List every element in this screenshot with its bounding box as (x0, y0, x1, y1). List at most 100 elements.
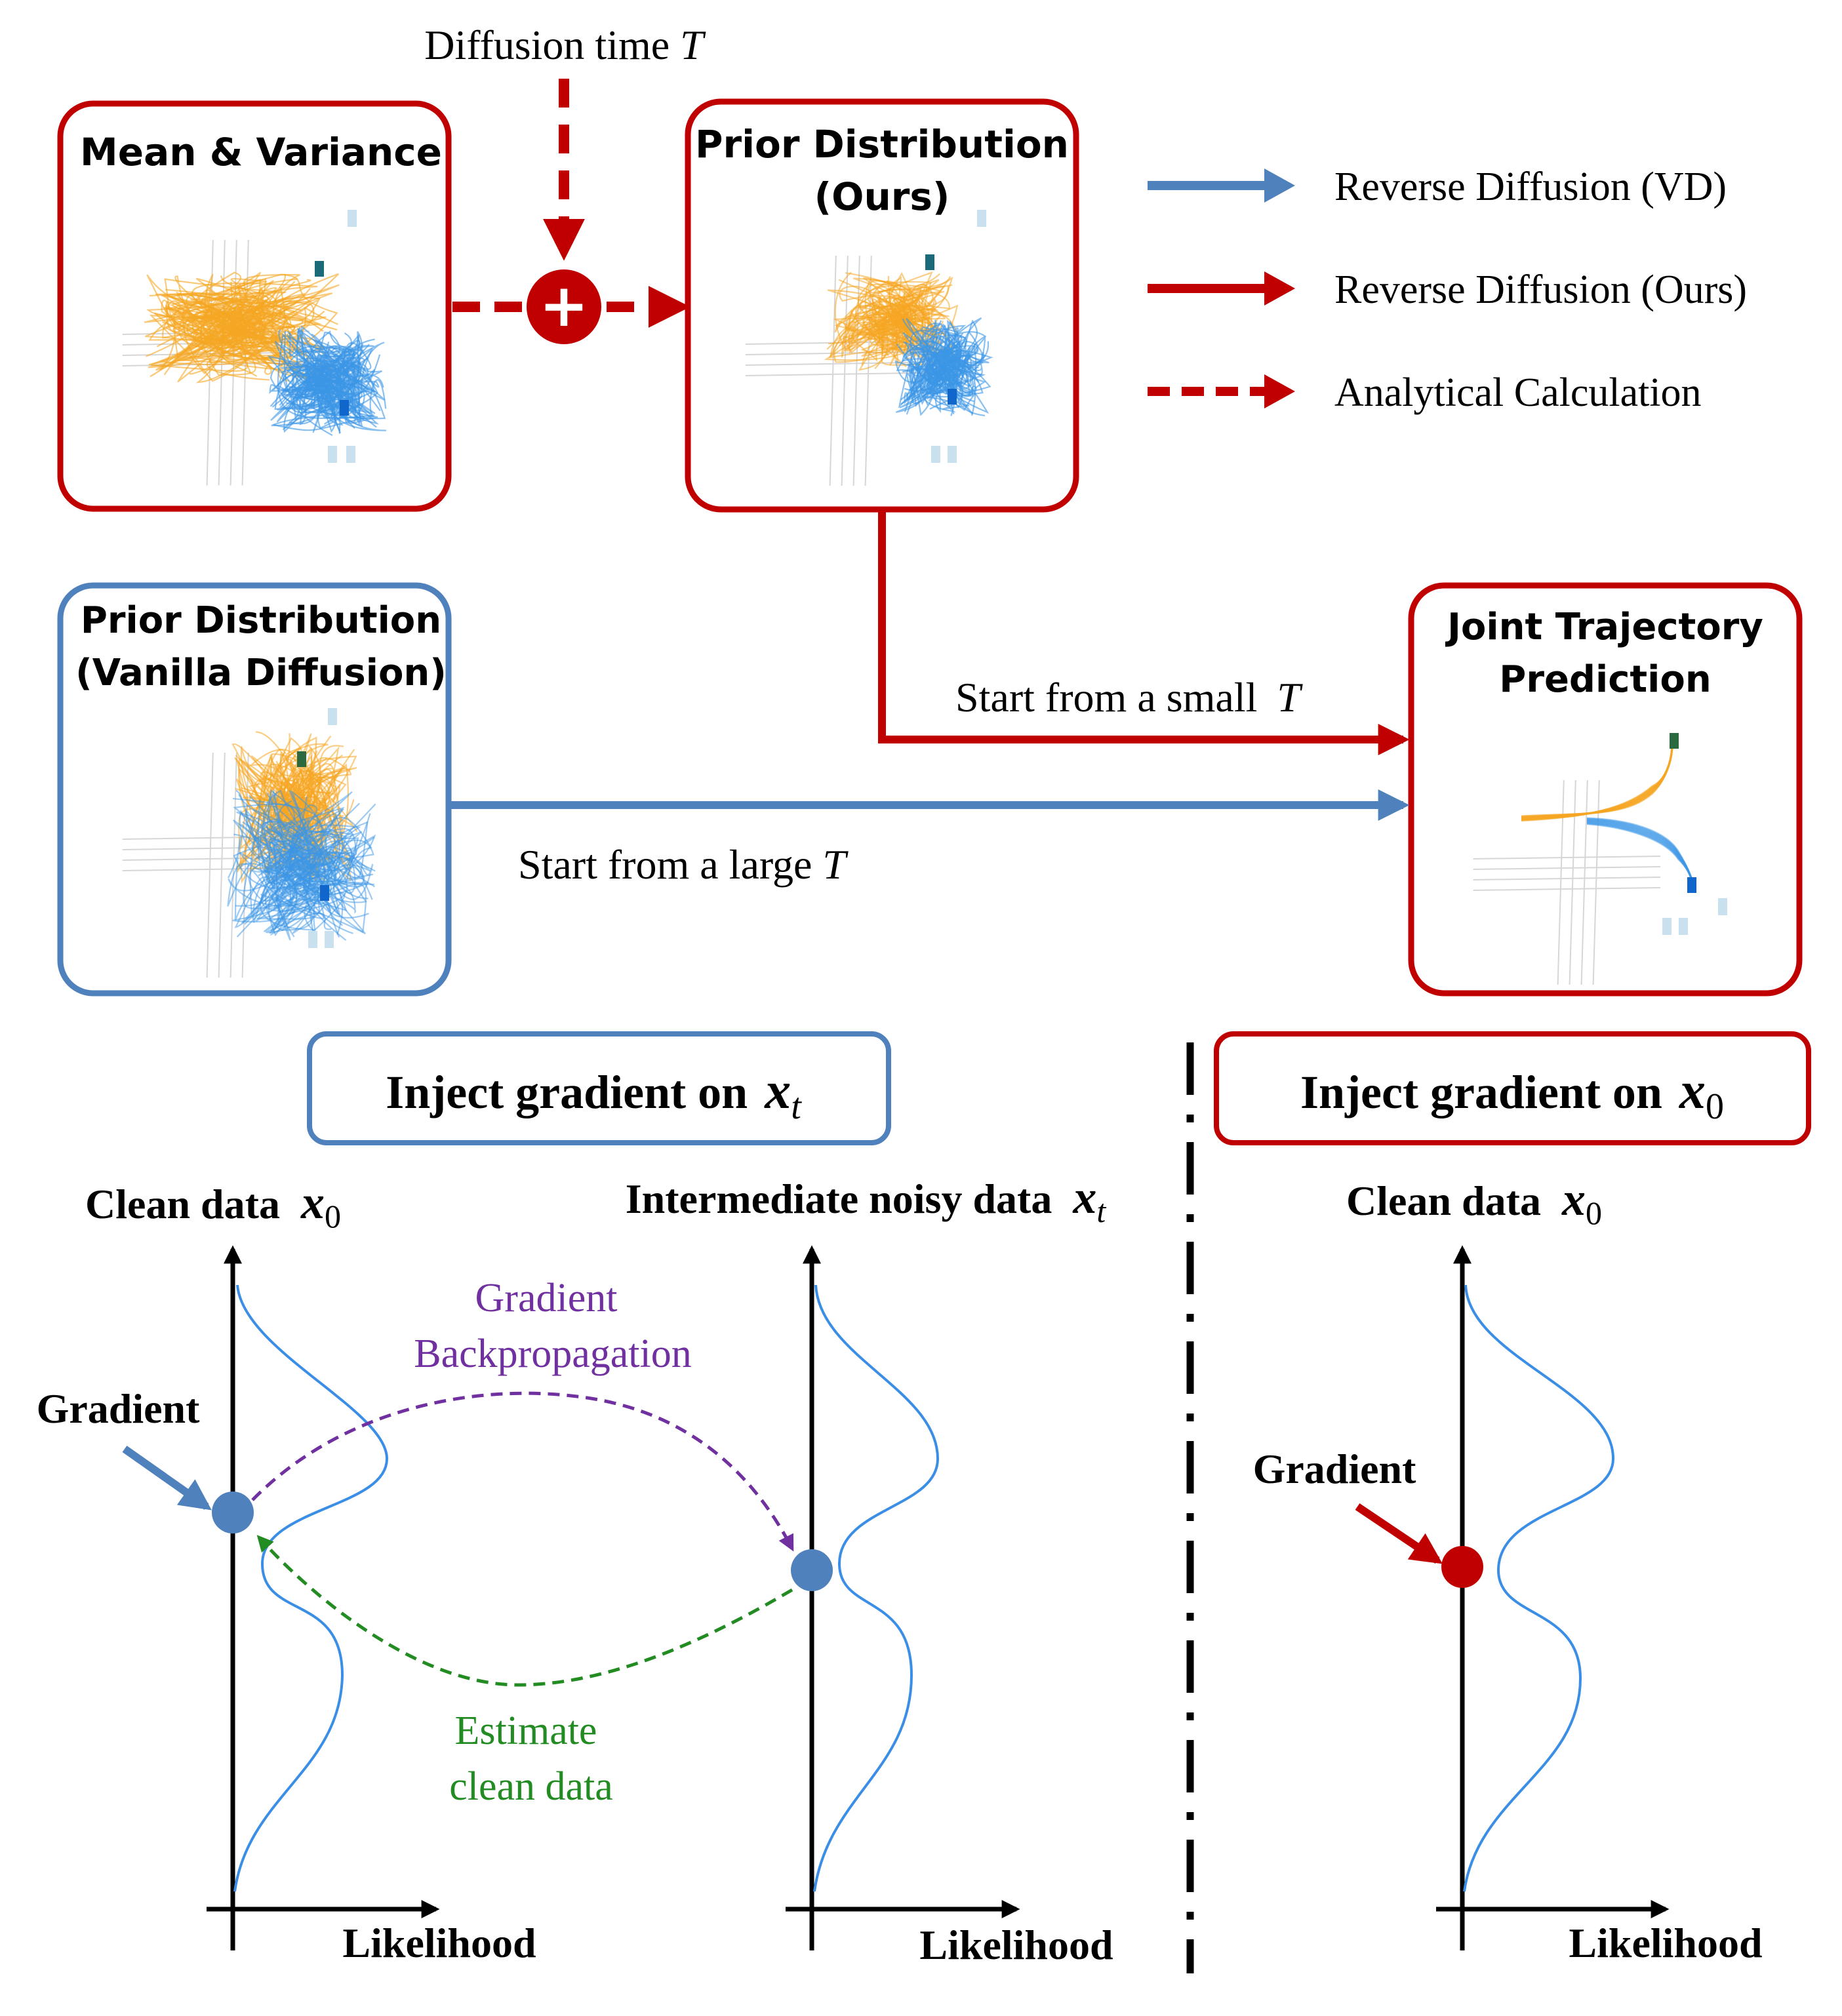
trajectory-sample (200, 278, 337, 368)
road-line (1592, 780, 1600, 985)
predicted-trajectory-blue (1586, 818, 1694, 886)
road-line (218, 752, 226, 978)
prior-vanilla-scene (122, 708, 376, 978)
backprop-arrow (251, 1391, 794, 1552)
axes-left (207, 1245, 440, 1950)
likelihood-curve-right (1463, 1284, 1615, 1892)
joint-trajectory-subtitle: Prediction (1499, 658, 1711, 701)
prior-ours-scene (745, 210, 993, 486)
likelihood-label-right: Likelihood (1569, 1920, 1762, 1966)
parked-vehicle (328, 708, 337, 725)
trajectory-sample (926, 354, 970, 408)
predicted-trajectory-blue (1586, 820, 1694, 886)
parked-vehicle (308, 931, 317, 948)
predicted-trajectory-blue (1586, 821, 1694, 886)
predicted-trajectory-blue (1586, 820, 1694, 886)
reverse-ours-arrow (878, 512, 1410, 755)
road-line (829, 255, 837, 486)
trajectory-sample (927, 338, 976, 400)
trajectory-sample (270, 347, 365, 407)
road-line (1473, 887, 1661, 891)
trajectory-sample (236, 789, 360, 864)
backprop-label-line2: Backpropagation (414, 1332, 692, 1376)
predicted-trajectory-blue (1586, 823, 1694, 886)
estimate-arrow (256, 1535, 793, 1687)
legend-label-1: Reverse Diffusion (Ours) (1334, 267, 1747, 312)
noisy-data-label: Intermediate noisy data xt (626, 1171, 1107, 1229)
trajectory-sample (896, 330, 966, 416)
trajectory-sample (841, 301, 922, 358)
trajectory-sample (164, 278, 304, 349)
parked-vehicle (348, 210, 357, 227)
inject-xt-box (307, 1031, 891, 1145)
diffusion-time-label: Diffusion time T (424, 22, 706, 68)
trajectory-sample (241, 749, 357, 866)
likelihood-label-middle: Likelihood (919, 1922, 1113, 1968)
trajectory-sample (235, 789, 361, 920)
parked-vehicle (931, 446, 940, 463)
gradient-arrow-left (122, 1446, 212, 1511)
legend-arrowhead-1 (1264, 271, 1295, 306)
legend-label-0: Reverse Diffusion (VD) (1334, 165, 1727, 209)
trajectory-sample (865, 292, 959, 352)
trajectory-sample (260, 821, 369, 912)
plus-symbol: + (539, 271, 588, 340)
joint-trajectory-box (1408, 582, 1803, 997)
predicted-trajectory-blue (1586, 822, 1694, 886)
noisy-point (791, 1549, 833, 1591)
parked-vehicle (977, 210, 986, 227)
inject-x0-label: Inject gradient on x0 (1300, 1062, 1724, 1127)
vehicle-marker (297, 751, 306, 767)
trajectory-sample (155, 293, 329, 380)
gradient-point-left (212, 1492, 254, 1533)
road-line (745, 372, 933, 376)
parked-vehicle (1662, 918, 1672, 935)
legend-label-2: Analytical Calculation (1334, 370, 1702, 415)
backprop-label-line1: Gradient (475, 1276, 618, 1320)
vehicle-marker (1687, 877, 1696, 893)
prior-ours-title: Prior Distribution (695, 122, 1069, 167)
trajectory-sample (277, 791, 353, 931)
predicted-trajectory-orange (1521, 743, 1673, 822)
vehicle-marker (1670, 733, 1679, 749)
vehicle-marker (948, 389, 957, 405)
trajectory-sample (156, 287, 289, 347)
parked-vehicle (1718, 898, 1727, 915)
trajectory-sample (283, 755, 348, 871)
joint-trajectory-scene (1473, 733, 1727, 985)
mean-variance-title: Mean & Variance (80, 130, 442, 174)
vehicle-marker (925, 254, 934, 270)
road-line (852, 255, 860, 486)
axes-middle (786, 1245, 1020, 1950)
trajectory-sample (323, 368, 365, 420)
mean-variance-scene (122, 210, 387, 486)
clean-data-label-left: Clean data x0 (85, 1176, 341, 1235)
trajectory-sample (878, 276, 916, 351)
parked-vehicle (325, 931, 334, 948)
gradient-label-right: Gradient (1253, 1446, 1417, 1492)
road-line (841, 255, 849, 486)
inject-xt-label: Inject gradient on xt (386, 1062, 802, 1127)
axes-right (1436, 1245, 1670, 1950)
joint-trajectory-title: Joint Trajectory (1445, 606, 1763, 648)
trajectory-sample (828, 271, 930, 345)
clean-data-label-right: Clean data x0 (1346, 1173, 1602, 1231)
predicted-trajectory-blue (1586, 821, 1694, 886)
gradient-point-right (1441, 1546, 1483, 1588)
likelihood-curve-left (233, 1284, 389, 1892)
inject-x0-box (1214, 1031, 1811, 1145)
predicted-trajectory-blue (1586, 821, 1694, 886)
vehicle-marker (320, 885, 329, 901)
trajectory-sample (174, 306, 278, 361)
predicted-trajectory-blue (1586, 819, 1694, 886)
prior-ours-subtitle: (Ours) (814, 174, 950, 219)
road-line (206, 752, 214, 978)
start-small-label: Start from a small T (955, 674, 1303, 721)
likelihood-curve-middle (813, 1284, 940, 1892)
legend-arrowhead-0 (1264, 168, 1295, 203)
trajectory-sample (908, 350, 993, 403)
gradient-label-left: Gradient (37, 1385, 201, 1432)
road-line (1473, 856, 1661, 860)
parked-vehicle (1679, 918, 1688, 935)
